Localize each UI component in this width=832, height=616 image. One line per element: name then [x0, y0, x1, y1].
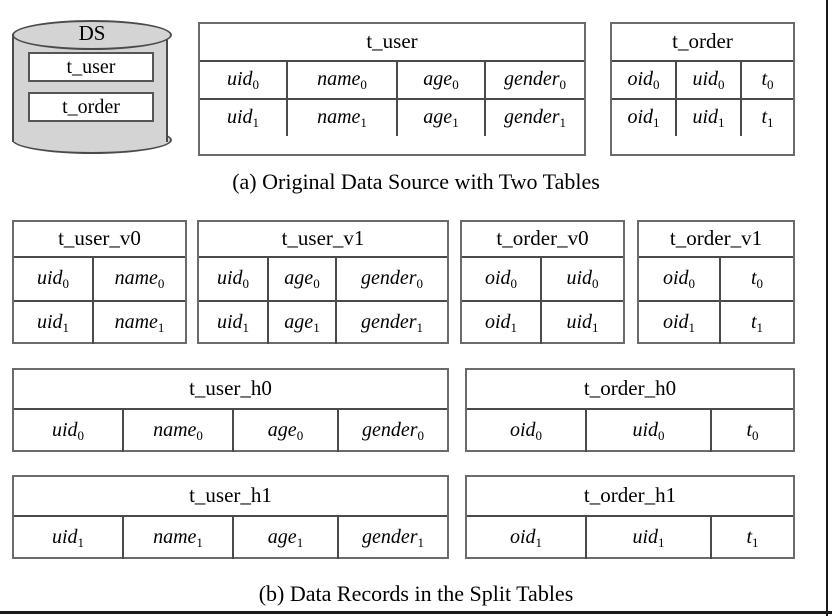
- cylinder-body: [12, 34, 168, 142]
- table-row: oid1 uid1 t1: [612, 98, 793, 136]
- table-cell: age1: [234, 517, 339, 559]
- table-cell: age1: [398, 100, 486, 136]
- datasource-table-t-user: t_user: [28, 52, 154, 82]
- table-t-order-v0: t_order_v0 oid0 uid0 oid1 uid1: [460, 220, 625, 344]
- table-title: t_order: [612, 24, 793, 62]
- table-row: uid0 name0: [14, 258, 185, 300]
- table-title: t_order_h0: [467, 370, 793, 410]
- table-cell: age0: [398, 62, 486, 98]
- table-cell: uid0: [200, 62, 288, 98]
- table-row: oid1 t1: [639, 300, 793, 344]
- table-title: t_user_v1: [199, 222, 447, 258]
- table-cell: name1: [124, 517, 234, 559]
- table-cell: t0: [750, 267, 764, 291]
- table-row: oid1 uid1 t1: [467, 517, 793, 559]
- table-row: uid0 age0 gender0: [199, 258, 447, 300]
- caption-b: (b) Data Records in the Split Tables: [258, 581, 574, 606]
- table-cell: uid0: [14, 258, 94, 300]
- table-cell: uid0: [199, 258, 269, 300]
- table-cell: oid1: [467, 517, 587, 559]
- figure-right-rule: [826, 0, 828, 616]
- table-cell: gender0: [361, 419, 425, 443]
- table-cell: uid1: [14, 517, 124, 559]
- table-row: oid0 uid0 t0: [612, 62, 793, 98]
- table-title: t_user: [200, 24, 584, 62]
- table-cell: gender1: [360, 311, 424, 335]
- table-cell: t0: [761, 68, 774, 92]
- table-cell: uid1: [14, 302, 94, 344]
- table-cell: name0: [124, 410, 234, 452]
- table-cell: t0: [746, 419, 759, 443]
- table-cell: gender0: [360, 267, 424, 291]
- table-cell: oid1: [639, 302, 721, 344]
- table-row: oid0 uid0 t0: [467, 410, 793, 452]
- table-row: uid1 age1 gender1: [199, 300, 447, 344]
- table-title: t_order_v0: [462, 222, 623, 258]
- table-title: t_user_h0: [14, 370, 447, 410]
- table-t-user-h0: t_user_h0 uid0 name0 age0 gender0: [12, 368, 449, 452]
- table-cell: age0: [234, 410, 339, 452]
- table-cell: age1: [269, 302, 337, 344]
- table-cell: name0: [114, 267, 165, 291]
- table-cell: uid1: [200, 100, 288, 136]
- table-cell: age0: [269, 258, 337, 300]
- table-row: uid1 name1 age1 gender1: [200, 98, 584, 136]
- table-t-order-h1: t_order_h1 oid1 uid1 t1: [465, 475, 795, 559]
- table-row: uid1 name1: [14, 300, 185, 344]
- datasource-label: DS: [78, 21, 106, 45]
- table-cell: oid0: [462, 258, 542, 300]
- table-t-user-v0: t_user_v0 uid0 name0 uid1 name1: [12, 220, 187, 344]
- table-cell: t1: [761, 106, 774, 130]
- table-row: oid0 t0: [639, 258, 793, 300]
- datasource-cylinder: DS t_user t_order: [12, 20, 172, 156]
- table-cell: oid0: [639, 258, 721, 300]
- table-t-order: t_order oid0 uid0 t0 oid1 uid1 t1: [610, 22, 795, 156]
- table-cell: uid1: [566, 311, 599, 335]
- table-cell: uid0: [14, 410, 124, 452]
- table-cell: uid1: [677, 100, 742, 136]
- table-cell: uid1: [199, 302, 269, 344]
- table-cell: t1: [750, 311, 764, 335]
- table-t-user-v1: t_user_v1 uid0 age0 gender0 uid1 age1 ge…: [197, 220, 449, 344]
- figure-bottom-rule: [0, 611, 832, 614]
- table-t-order-h0: t_order_h0 oid0 uid0 t0: [465, 368, 795, 452]
- table-cell: oid0: [612, 62, 677, 98]
- table-t-user-h1: t_user_h1 uid1 name1 age1 gender1: [12, 475, 449, 559]
- table-cell: gender1: [361, 526, 425, 550]
- table-cell: uid1: [587, 517, 712, 559]
- table-cell: oid0: [467, 410, 587, 452]
- table-row: oid1 uid1: [462, 300, 623, 344]
- table-cell: uid0: [677, 62, 742, 98]
- table-cell: uid0: [566, 267, 599, 291]
- table-t-user: t_user uid0 name0 age0 gender0 uid1 name…: [198, 22, 586, 156]
- table-title: t_user_h1: [14, 477, 447, 517]
- table-cell: name0: [288, 62, 398, 98]
- table-cell: oid1: [462, 302, 542, 344]
- table-cell: t1: [746, 526, 759, 550]
- table-title: t_user_v0: [14, 222, 185, 258]
- table-cell: name1: [114, 311, 165, 335]
- table-row: uid0 name0 age0 gender0: [200, 62, 584, 98]
- table-t-order-v1: t_order_v1 oid0 t0 oid1 t1: [637, 220, 795, 344]
- table-cell: gender0: [503, 68, 567, 92]
- datasource-table-t-order: t_order: [28, 92, 154, 122]
- table-cell: gender1: [503, 106, 567, 130]
- table-cell: oid1: [612, 100, 677, 136]
- table-row: uid1 name1 age1 gender1: [14, 517, 447, 559]
- table-cell: uid0: [587, 410, 712, 452]
- table-title: t_order_v1: [639, 222, 793, 258]
- table-cell: name1: [288, 100, 398, 136]
- cylinder-top-ellipse: [12, 20, 172, 50]
- table-title: t_order_h1: [467, 477, 793, 517]
- table-row: uid0 name0 age0 gender0: [14, 410, 447, 452]
- table-row: oid0 uid0: [462, 258, 623, 300]
- caption-a: (a) Original Data Source with Two Tables: [232, 169, 600, 194]
